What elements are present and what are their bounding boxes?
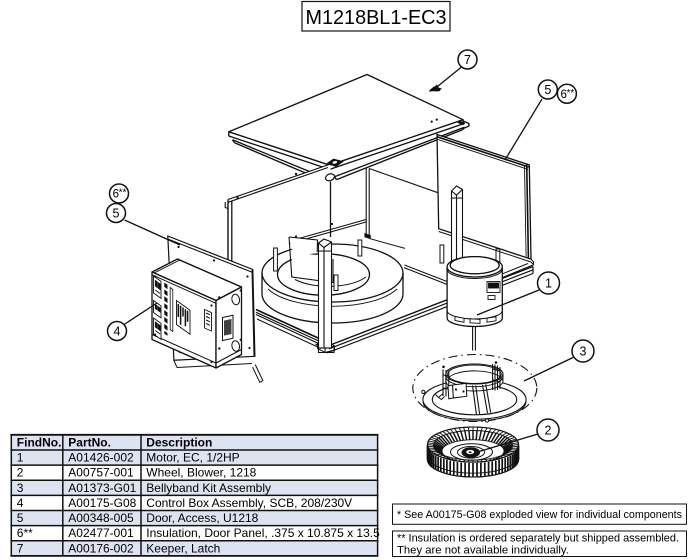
svg-text:Motor, EC, 1/2HP: Motor, EC, 1/2HP bbox=[146, 451, 239, 465]
svg-text:7: 7 bbox=[17, 541, 24, 555]
svg-text:A02477-001: A02477-001 bbox=[68, 526, 134, 540]
svg-text:5: 5 bbox=[17, 511, 24, 525]
svg-text:A00175-G08: A00175-G08 bbox=[68, 496, 136, 510]
svg-text:7: 7 bbox=[464, 53, 471, 67]
svg-text:A01373-G01: A01373-G01 bbox=[68, 481, 136, 495]
svg-text:1: 1 bbox=[545, 276, 552, 290]
svg-text:PartNo.: PartNo. bbox=[68, 435, 111, 449]
svg-text:6: 6 bbox=[113, 189, 119, 201]
svg-text:6: 6 bbox=[560, 89, 566, 101]
svg-text:**: ** bbox=[567, 88, 575, 99]
svg-text:4: 4 bbox=[114, 324, 121, 338]
svg-text:A00757-001: A00757-001 bbox=[68, 466, 134, 480]
svg-text:They are not available individ: They are not available individually. bbox=[397, 545, 569, 557]
svg-text:6**: 6** bbox=[17, 526, 33, 540]
svg-text:FindNo.: FindNo. bbox=[17, 435, 62, 449]
svg-text:2: 2 bbox=[17, 466, 24, 480]
svg-text:Keeper, Latch: Keeper, Latch bbox=[146, 541, 220, 555]
svg-text:3: 3 bbox=[17, 481, 24, 495]
svg-text:A00348-005: A00348-005 bbox=[68, 511, 134, 525]
svg-text:**: ** bbox=[119, 188, 127, 199]
svg-text:1: 1 bbox=[17, 451, 24, 465]
svg-text:4: 4 bbox=[17, 496, 24, 510]
svg-text:2: 2 bbox=[545, 423, 552, 437]
svg-text:Insulation, Door Panel, .375 x: Insulation, Door Panel, .375 x 10.875 x … bbox=[146, 526, 380, 540]
svg-text:** Insulation is ordered separ: ** Insulation is ordered separately but … bbox=[397, 533, 679, 545]
svg-text:Description: Description bbox=[146, 435, 212, 449]
svg-text:A00176-002: A00176-002 bbox=[68, 541, 134, 555]
svg-text:M1218BL1-EC3: M1218BL1-EC3 bbox=[306, 6, 447, 29]
svg-text:Door, Access, U1218: Door, Access, U1218 bbox=[146, 511, 258, 525]
svg-text:Control Box Assembly, SCB, 208: Control Box Assembly, SCB, 208/230V bbox=[146, 496, 352, 510]
svg-text:* See A00175-G08 exploded view: * See A00175-G08 exploded view for indiv… bbox=[397, 509, 682, 521]
svg-text:A01426-002: A01426-002 bbox=[68, 451, 134, 465]
svg-text:3: 3 bbox=[580, 344, 587, 358]
svg-text:Wheel, Blower, 1218: Wheel, Blower, 1218 bbox=[146, 466, 256, 480]
svg-text:5: 5 bbox=[544, 83, 551, 97]
svg-text:Bellyband Kit Assembly: Bellyband Kit Assembly bbox=[146, 481, 271, 495]
svg-text:5: 5 bbox=[113, 206, 120, 220]
